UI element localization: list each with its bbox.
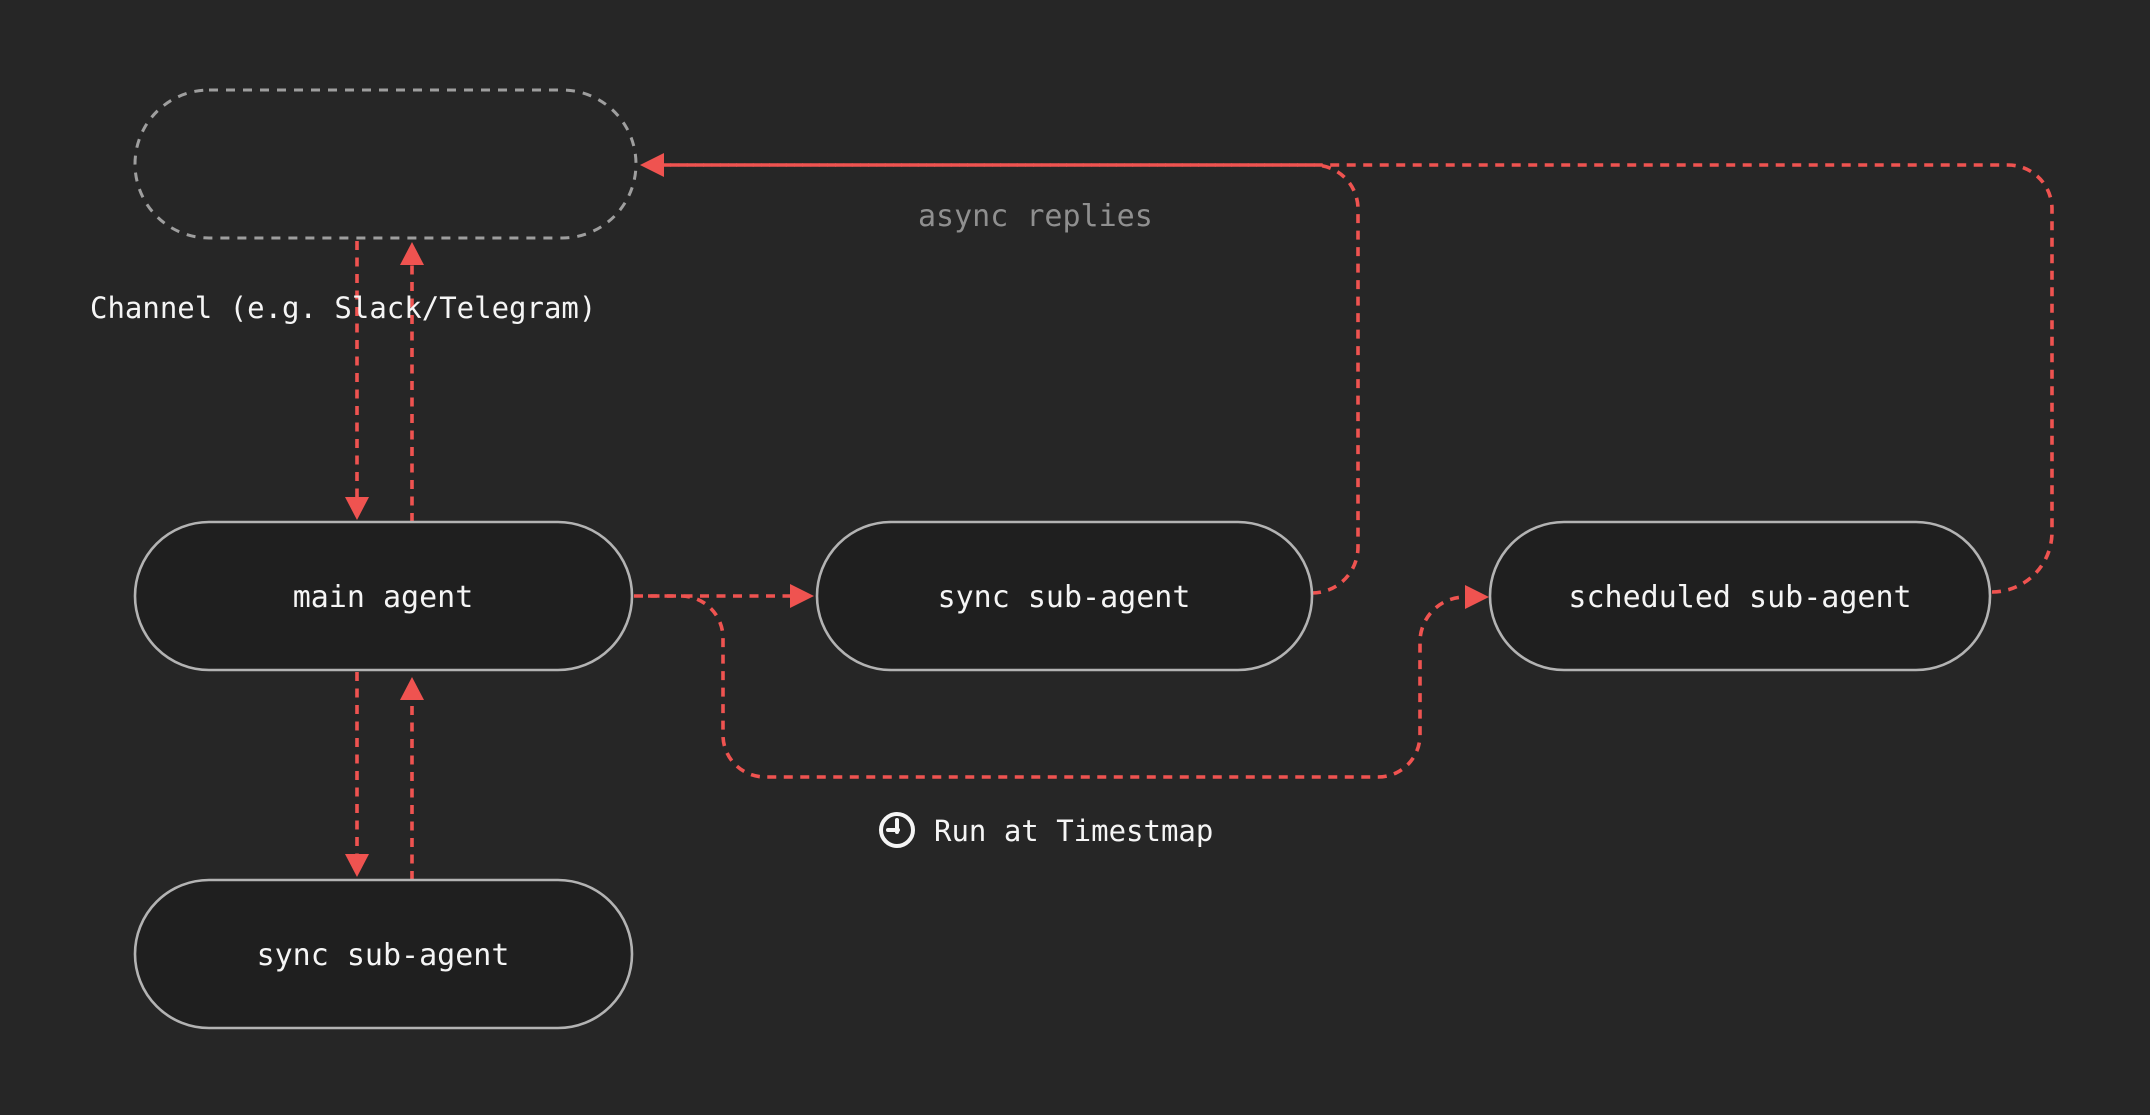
clock-icon <box>879 812 915 848</box>
connector-main-to-channel <box>400 242 424 522</box>
arrowhead-right-icon <box>790 584 814 608</box>
connector-sync-to-channel <box>664 163 1360 595</box>
node-box <box>1488 520 1992 672</box>
node-channel: Channel (e.g. Slack/Telegram) <box>90 88 638 325</box>
connector-main-to-sync <box>634 584 814 608</box>
node-box <box>133 878 634 1030</box>
connector-line <box>664 163 2054 594</box>
connector-line <box>648 594 1466 779</box>
node-label: scheduled sub-agent <box>1568 580 1911 615</box>
clock-face <box>879 812 915 848</box>
run-at-timestamp-annotation: Run at Timestmap <box>879 812 1213 848</box>
node-label: sync sub-agent <box>938 580 1191 615</box>
connector-main-to-scheduled <box>648 585 1489 779</box>
async-replies-label: async replies <box>918 199 1153 234</box>
run-at-timestamp-label: Run at Timestmap <box>934 814 1213 848</box>
arrowhead-right-icon <box>1465 585 1489 609</box>
node-sync-sub-agent: sync sub-agent <box>815 520 1314 672</box>
arrowhead-up-icon <box>400 677 424 700</box>
clock-hands <box>886 818 900 834</box>
channel-label: Channel (e.g. Slack/Telegram) <box>90 291 596 325</box>
arrowhead-up-icon <box>400 242 424 265</box>
connector-channel-to-main <box>345 241 369 520</box>
node-box <box>815 520 1314 672</box>
arrowhead-left-icon <box>640 153 664 177</box>
connector-main-to-bottom-sync <box>345 672 369 877</box>
node-main-agent: main agent <box>133 520 634 672</box>
connector-line <box>664 163 1360 595</box>
node-scheduled-sub-agent: scheduled sub-agent <box>1488 520 1992 672</box>
connector-bottom-sync-to-main <box>400 677 424 880</box>
node-sync-sub-agent-bottom: sync sub-agent <box>133 878 634 1030</box>
node-label: sync sub-agent <box>257 938 510 973</box>
channel-box <box>133 88 638 240</box>
arrowhead-down-icon <box>345 854 369 877</box>
arrowhead-down-icon <box>345 497 369 520</box>
node-label: main agent <box>293 580 474 615</box>
node-box <box>133 520 634 672</box>
connector-scheduled-to-channel <box>640 153 2054 594</box>
